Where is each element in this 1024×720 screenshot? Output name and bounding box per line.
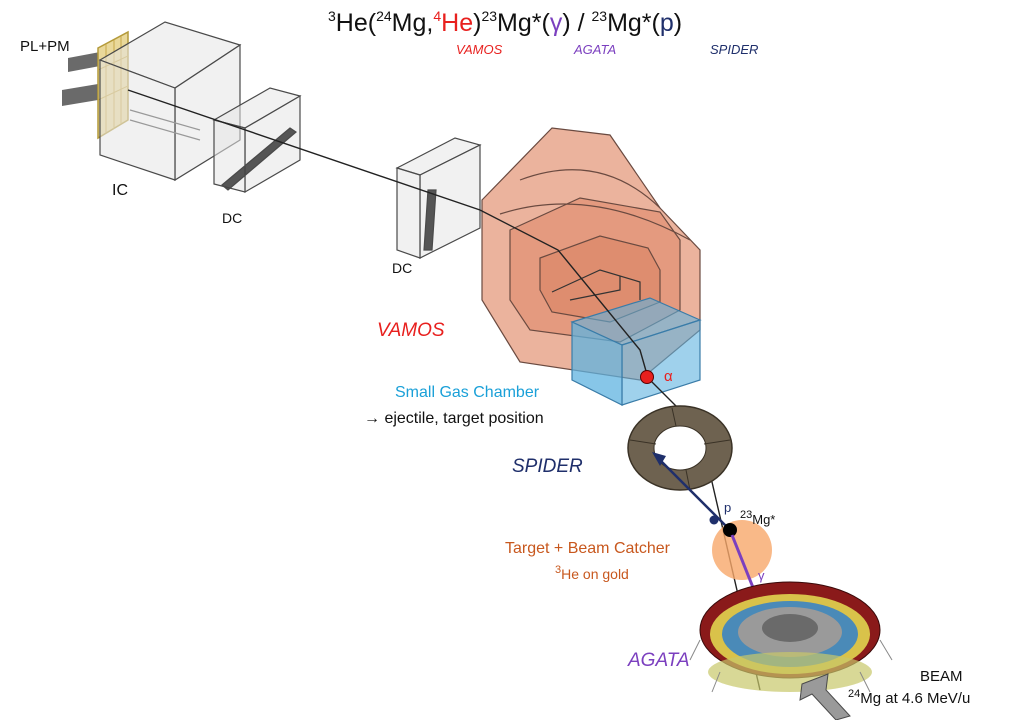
mg-nucleus: Mg* [752,512,776,527]
ic-detector [98,21,242,182]
target-desc-mass: 3 [555,564,562,576]
agata-array [689,581,893,693]
gas-chamber-desc: → ejectile, target position [364,410,544,427]
proton-symbol: p [659,9,674,37]
gamma-symbol: γ [549,9,563,37]
beam-label: BEAM [920,668,963,685]
target-label: Target + Beam Catcher [505,540,670,557]
beam-desc-label: 24Mg at 4.6 MeV/u [848,688,971,707]
beam-desc-text: Mg at 4.6 MeV/u [860,690,971,707]
p-label: p [724,500,732,515]
tag-spider: SPIDER [710,42,759,57]
agata-label: AGATA [628,650,690,671]
ejectile-nucleus: He [441,9,474,37]
target-mass: 3 [328,8,336,24]
target-desc-text: He on gold [561,566,629,582]
pl-pm-label: PL+PM [20,38,70,55]
vamos-label: VAMOS [377,320,445,341]
dc2-label: DC [392,260,413,276]
gas-chamber-label: Small Gas Chamber [395,384,540,401]
dc1-detector [212,87,302,194]
gamma-label: γ [758,568,765,583]
beam-arrow [799,673,851,720]
alpha-label: α [664,368,673,385]
beam-desc-mass: 24 [848,688,861,700]
target-desc-label: 3He on gold [555,564,629,582]
proton-dot [709,515,719,525]
spider-label: SPIDER [512,456,583,477]
tag-agata: AGATA [574,42,617,57]
target-nucleus: He [335,9,368,37]
mg-star-label: 23Mg* [740,509,776,527]
mg-mass: 23 [740,509,753,521]
residual-nucleus: Mg* [497,9,542,37]
proton-arrowhead [652,452,666,466]
ic-label: IC [112,182,128,199]
spider-detector [627,405,733,491]
residual2-nucleus: Mg* [607,9,652,37]
residual2-mass: 23 [591,8,608,24]
beam-mass: 24 [376,8,392,24]
alpha-marker [640,370,654,384]
separator: / [570,9,592,37]
residual-mass: 23 [481,8,498,24]
target-dot [723,523,737,537]
tag-vamos: VAMOS [456,42,503,57]
beam-nucleus: Mg [391,9,427,37]
ejectile-mass: 4 [433,8,442,24]
reaction-title: 3He(24Mg,4He)23Mg*(γ) / 23Mg*(p) [328,8,683,37]
dc2-detector [395,137,482,259]
small-gas-chamber [570,297,702,406]
dc1-label: DC [222,210,243,226]
